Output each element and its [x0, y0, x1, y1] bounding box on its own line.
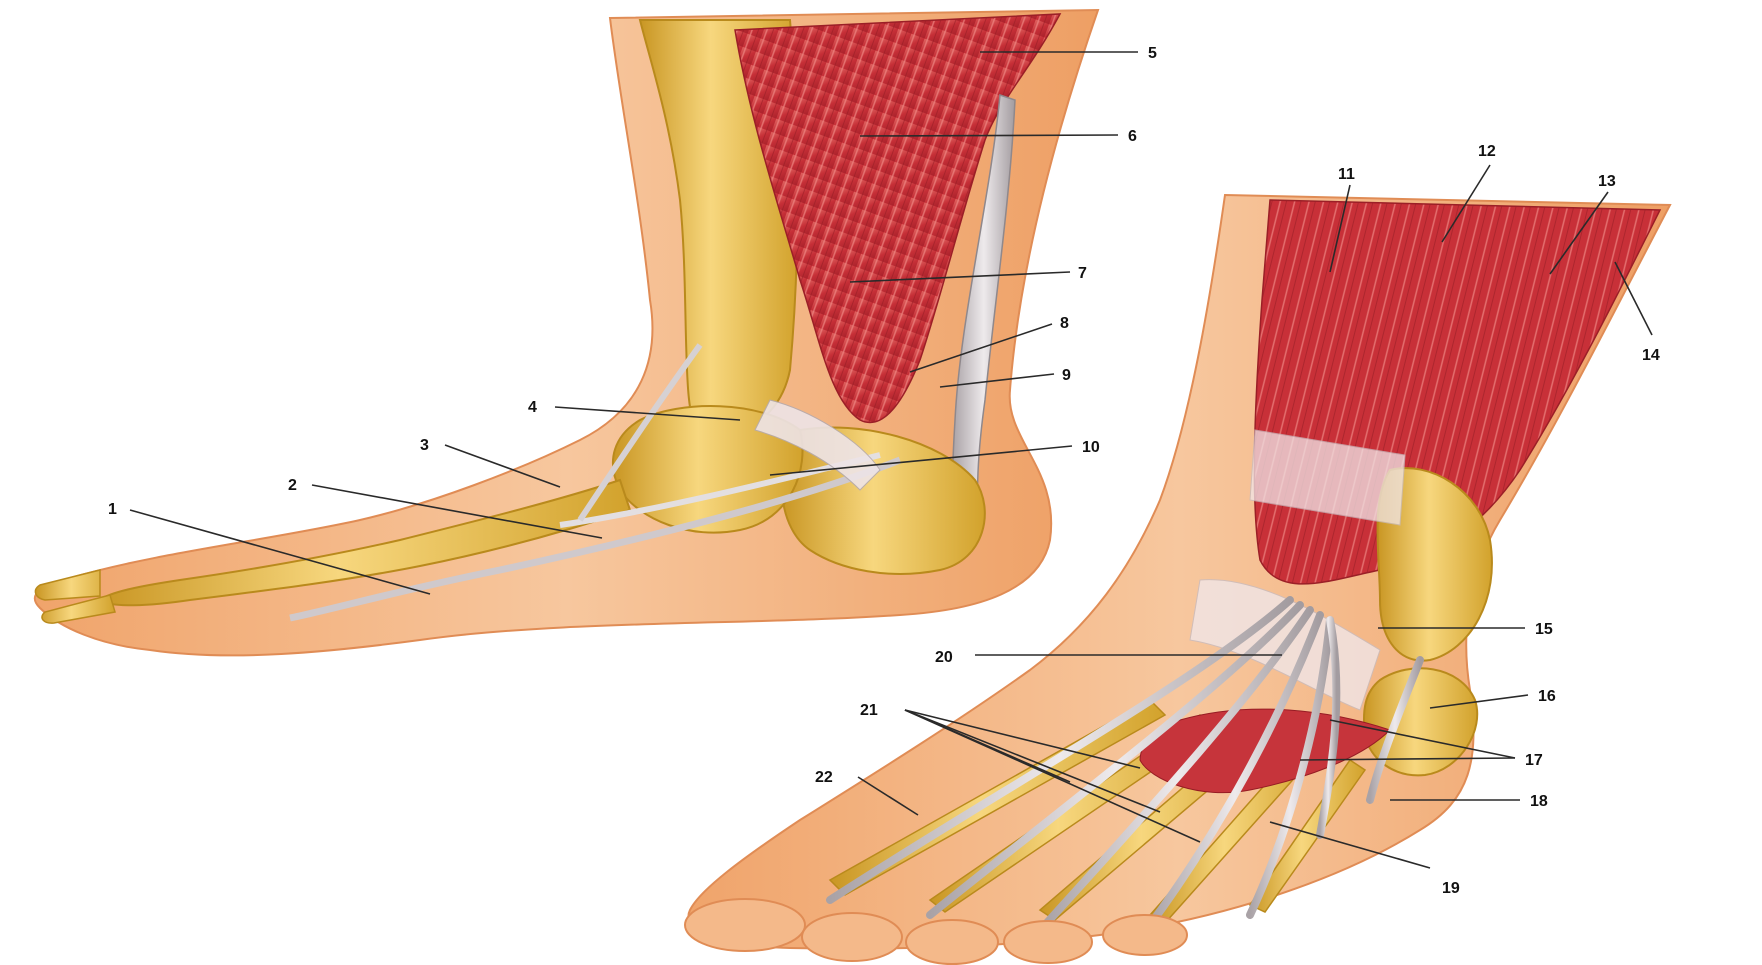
- label-7: 7: [1078, 265, 1087, 282]
- lateral-foot-illustration: [35, 10, 1098, 655]
- label-3: 3: [420, 437, 429, 454]
- label-14: 14: [1642, 347, 1660, 364]
- label-22: 22: [815, 769, 833, 786]
- label-11: 11: [1338, 166, 1355, 183]
- label-12: 12: [1478, 143, 1496, 160]
- label-20: 20: [935, 649, 953, 666]
- label-18: 18: [1530, 793, 1548, 810]
- label-19: 19: [1442, 880, 1460, 897]
- label-15: 15: [1535, 621, 1553, 638]
- label-17: 17: [1525, 752, 1543, 769]
- label-6: 6: [1128, 128, 1137, 145]
- label-8: 8: [1060, 315, 1069, 332]
- label-2: 2: [288, 477, 297, 494]
- label-4: 4: [528, 399, 537, 416]
- label-21: 21: [860, 702, 878, 719]
- label-1: 1: [108, 501, 117, 518]
- label-10: 10: [1082, 439, 1100, 456]
- label-9: 9: [1062, 367, 1071, 384]
- leader-line-6: [860, 135, 1118, 136]
- label-16: 16: [1538, 688, 1556, 705]
- label-5: 5: [1148, 45, 1157, 62]
- label-13: 13: [1598, 173, 1616, 190]
